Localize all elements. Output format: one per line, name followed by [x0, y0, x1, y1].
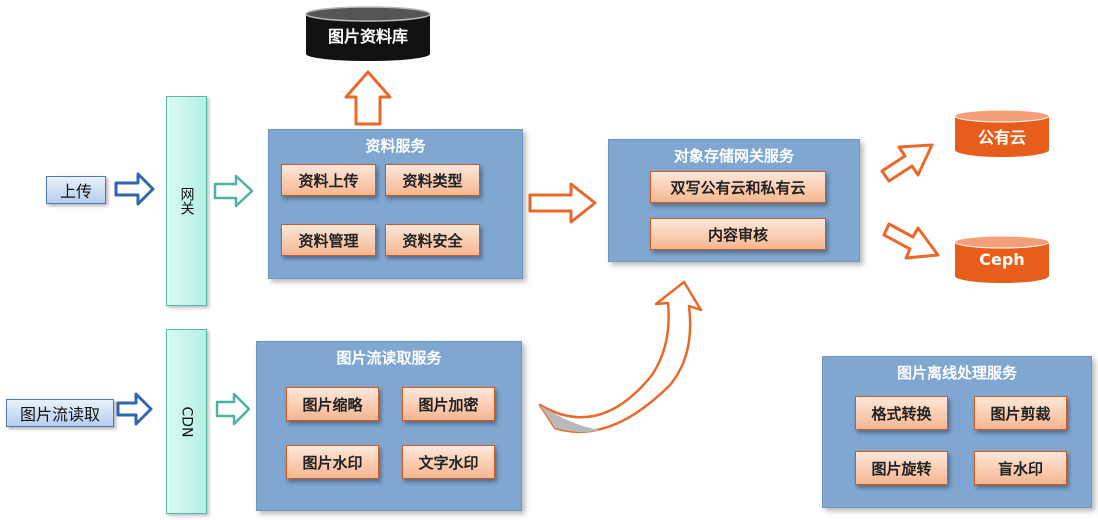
offline-service-item: 格式转换	[855, 396, 948, 430]
upload-arrow	[114, 172, 155, 206]
public-cloud-label: 公有云	[977, 128, 1026, 147]
curved-arrow-shadow	[540, 405, 600, 433]
offline-service-item: 图片剪裁	[974, 396, 1067, 430]
data-service-title: 资料服务	[365, 137, 426, 155]
gateway-box: 网关	[166, 96, 207, 306]
data-to-storage-arrow	[528, 182, 597, 224]
offline-service-item: 图片旋转	[855, 451, 948, 485]
image-stream-service-item: 图片水印	[286, 445, 379, 479]
image-stream-read-box: 图片流读取	[6, 399, 114, 427]
offline-service-title: 图片离线处理服务	[896, 364, 1017, 382]
object-storage-service-title: 对象存储网关服务	[673, 147, 794, 165]
data-service-item: 资料安全	[385, 224, 480, 256]
gateway-to-data-arrow	[213, 174, 254, 208]
image-stream-service-item: 图片缩略	[286, 387, 379, 421]
image-stream-service-item: 图片加密	[402, 387, 495, 421]
gateway-label: 网关	[178, 187, 195, 215]
offline-service-panel: 图片离线处理服务	[822, 356, 1092, 508]
data-service-item: 资料类型	[385, 164, 480, 196]
object-storage-service-item: 内容审核	[650, 218, 826, 250]
image-stream-service-panel: 图片流读取服务	[256, 341, 522, 511]
cdn-label: CDN	[178, 405, 195, 438]
image-database-label: 图片资料库	[327, 27, 408, 46]
data-to-db-arrow	[344, 70, 392, 126]
image-stream-service-item: 文字水印	[402, 445, 495, 479]
object-storage-service-item: 双写公有云和私有云	[650, 171, 826, 203]
image-database-icon	[305, 6, 431, 61]
upload-box: 上传	[46, 176, 106, 204]
cdn-box: CDN	[166, 329, 207, 514]
offline-service-item: 盲水印	[974, 451, 1067, 485]
ceph-label: Ceph	[979, 250, 1025, 269]
data-service-item: 资料上传	[281, 164, 376, 196]
public-cloud-icon	[954, 109, 1050, 157]
data-service-panel: 资料服务	[268, 129, 523, 279]
storage-to-public-cloud-arrow	[880, 143, 934, 183]
data-service-item: 资料管理	[281, 224, 376, 256]
ceph-icon	[954, 235, 1050, 283]
stream-read-arrow	[116, 392, 153, 426]
storage-to-ceph-arrow	[882, 222, 940, 260]
cdn-to-stream-arrow	[215, 392, 251, 426]
image-stream-service-title: 图片流读取服务	[336, 349, 442, 367]
stream-to-storage-curved-arrow	[538, 280, 703, 433]
